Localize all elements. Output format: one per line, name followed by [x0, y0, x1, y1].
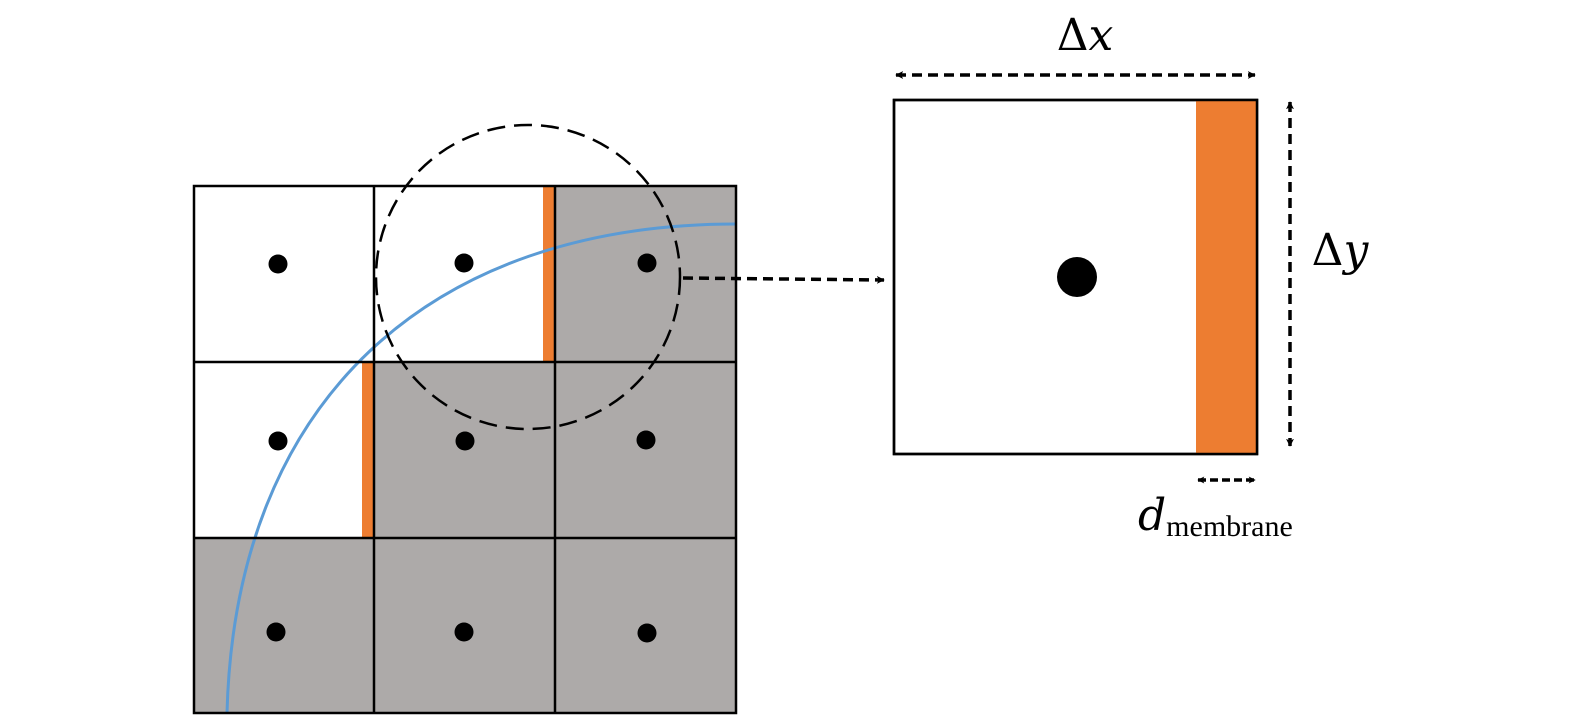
zoom-circle — [374, 123, 682, 431]
membrane-layer — [1196, 101, 1256, 453]
cell-center-dot — [637, 253, 657, 273]
interface-curve — [225, 222, 737, 714]
grid-cell — [194, 362, 374, 538]
grid-lines — [194, 186, 736, 713]
cell-center-dot — [636, 430, 656, 450]
cell-center-dot — [454, 253, 474, 273]
cell-center-dots — [266, 253, 657, 643]
cell-center-dot — [266, 622, 286, 642]
zoomed-cell — [892, 98, 1259, 456]
cell-center-dot — [454, 622, 474, 642]
grid-cell — [194, 186, 374, 362]
cell-center-dot — [268, 431, 288, 451]
grid-border — [192, 184, 738, 715]
grid-cell — [374, 186, 555, 362]
membrane-strip — [362, 362, 374, 538]
cell-center-dot — [455, 431, 475, 451]
cell-center-dot — [1057, 257, 1097, 297]
grid-cell — [194, 538, 374, 713]
cell-center-dot — [268, 254, 288, 274]
grid-cell — [555, 186, 736, 362]
delta-x-label: Δx — [1057, 10, 1114, 61]
zoom-arrow — [682, 275, 885, 284]
zoomed-cell-outline — [892, 98, 1259, 456]
delta-y-label: Δy — [1312, 225, 1370, 276]
membrane-thickness-label: dmembrane — [1138, 490, 1293, 543]
cell-center-dot — [637, 623, 657, 643]
membrane-strips — [362, 186, 555, 538]
membrane-strip — [543, 186, 555, 362]
grid-cell — [555, 362, 736, 538]
grid — [192, 123, 738, 715]
